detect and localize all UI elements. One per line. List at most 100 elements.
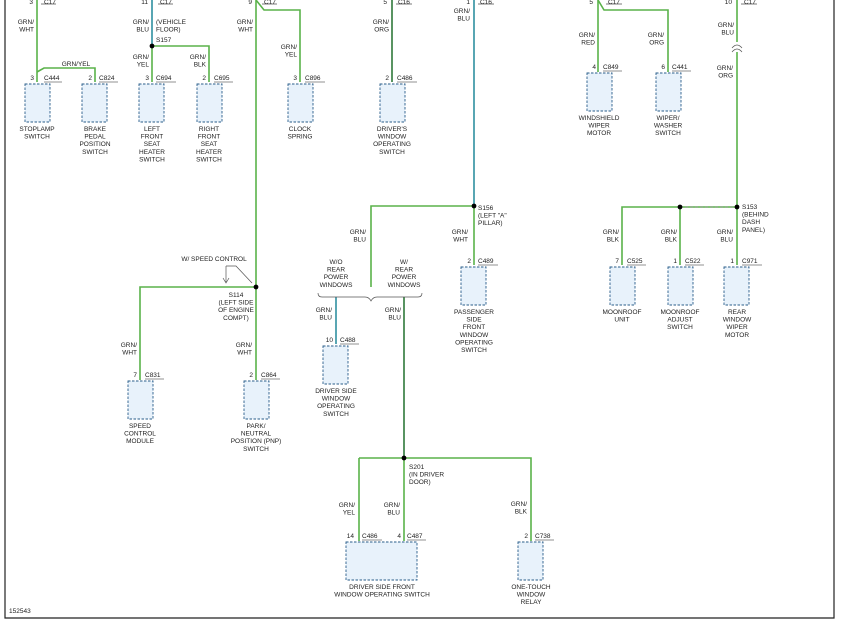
wire-label-c522_wire: GRN/BLK: [661, 229, 678, 244]
top-wire-color: GRN/BLU: [718, 22, 735, 37]
wire-label-c489_wire: GRN/WHT: [452, 229, 468, 244]
clock-spring-box: [287, 83, 314, 123]
component-connector: C525: [627, 258, 643, 265]
one-touch-relay-box: [517, 541, 544, 581]
big-switch-pin1: 14: [347, 533, 355, 540]
component-pin: 7: [133, 372, 137, 379]
wire-label-c488_wire: GRN/BLU: [316, 307, 333, 322]
top-wire-pin: 3: [29, 0, 33, 6]
driver-side-window-box: [322, 345, 349, 385]
lf-seat-heater-box: [138, 83, 165, 123]
speed-control-module-box: [127, 380, 154, 420]
top-wire-color: GRN/BLU: [454, 8, 471, 23]
component-pin: 10: [326, 337, 334, 344]
component-pin: 7: [615, 258, 619, 265]
wire-label-c694_wire: GRN/YEL: [133, 54, 150, 69]
component-pin: 3: [30, 75, 34, 82]
moonroof-unit-box: [609, 266, 636, 306]
moonroof-adjust-box: [667, 266, 694, 306]
top-wire-color: GRN/WHT: [18, 19, 34, 34]
top-wire-connector: C17: [160, 0, 172, 6]
component-pin: 6: [661, 64, 665, 71]
component-connector: C488: [340, 337, 356, 344]
wire-label-c487_wire: GRN/BLU: [384, 502, 401, 517]
splice-nodes: [149, 43, 740, 461]
component-pin: 2: [202, 75, 206, 82]
component-pin: 3: [293, 75, 297, 82]
component-boxes: [24, 72, 750, 581]
top-wire-pin: 9: [248, 0, 252, 6]
wire-label-grn_yel_top: GRN/YEL: [62, 61, 91, 68]
component-connector: C522: [685, 258, 701, 265]
component-pin: 2: [524, 533, 528, 540]
top-wire-connector: C17: [608, 0, 620, 6]
option-speed-control: W/ SPEED CONTROL: [181, 256, 247, 263]
wiper-washer-box: [655, 72, 682, 112]
connector-arc: [731, 44, 743, 53]
component-pin: 1: [730, 258, 734, 265]
component-connector: C824: [99, 75, 115, 82]
wire-label-c441_wire: GRN/ORG: [648, 32, 664, 47]
component-connector: C831: [145, 372, 161, 379]
wires: [36, 0, 738, 541]
rear-wiper-motor-box: [723, 266, 750, 306]
top-wire-pin: 5: [383, 0, 387, 6]
wire-label-c486_wire: GRN/YEL: [339, 502, 356, 517]
wire-label-s153_top_wire: GRN/ORG: [717, 65, 733, 80]
component-pin: 3: [145, 75, 149, 82]
drivers-window-switch-box: [379, 83, 406, 123]
stoplamp-switch-box: [24, 83, 51, 123]
component-connector: C738: [535, 533, 551, 540]
driver-front-window-switch-box: [345, 541, 418, 581]
top-wire-connector: C17: [264, 0, 276, 6]
wire-label-c896_wire: GRN/YEL: [281, 44, 298, 59]
top-wire-color: GRN/BLU: [133, 19, 150, 34]
top-wire-connector: C16: [480, 0, 492, 6]
connector-underlines: [41, 3, 762, 541]
brake-pedal-switch-box: [81, 83, 108, 123]
wire-label-s156_left_wire: GRN/BLU: [350, 229, 367, 244]
component-pin: 1: [673, 258, 677, 265]
wire-label-c849_wire: GRN/RED: [579, 32, 596, 47]
wire-label-c831_wire: GRN/WHT: [121, 342, 137, 357]
component-pin: 2: [467, 258, 471, 265]
top-wire-pin: 1: [466, 0, 470, 6]
big-switch-conn2: C487: [407, 533, 423, 540]
speed-control-arrow: [222, 265, 253, 284]
rf-seat-heater-box: [196, 83, 223, 123]
diagram-id: 152543: [9, 608, 31, 615]
component-connector: C896: [305, 75, 321, 82]
top-wire-pin: 5: [589, 0, 593, 6]
top-wire-connector: C17: [44, 0, 56, 6]
component-pin: 4: [592, 64, 596, 71]
rear-window-brace: [317, 292, 423, 302]
big-switch-pin2: 4: [397, 533, 401, 540]
wire-label-c971_wire: GRN/BLU: [717, 229, 734, 244]
component-connector: C441: [672, 64, 688, 71]
component-pin: 2: [385, 75, 389, 82]
wire-label-s201_wire: GRN/BLU: [385, 307, 402, 322]
big-switch-conn1: C486: [362, 533, 378, 540]
wire-label-c864_wire: GRN/WHT: [236, 342, 252, 357]
top-wire-connector: C17: [744, 0, 756, 6]
passenger-window-switch-box: [460, 266, 487, 306]
component-pin: 2: [249, 372, 253, 379]
component-connector: C444: [44, 75, 60, 82]
